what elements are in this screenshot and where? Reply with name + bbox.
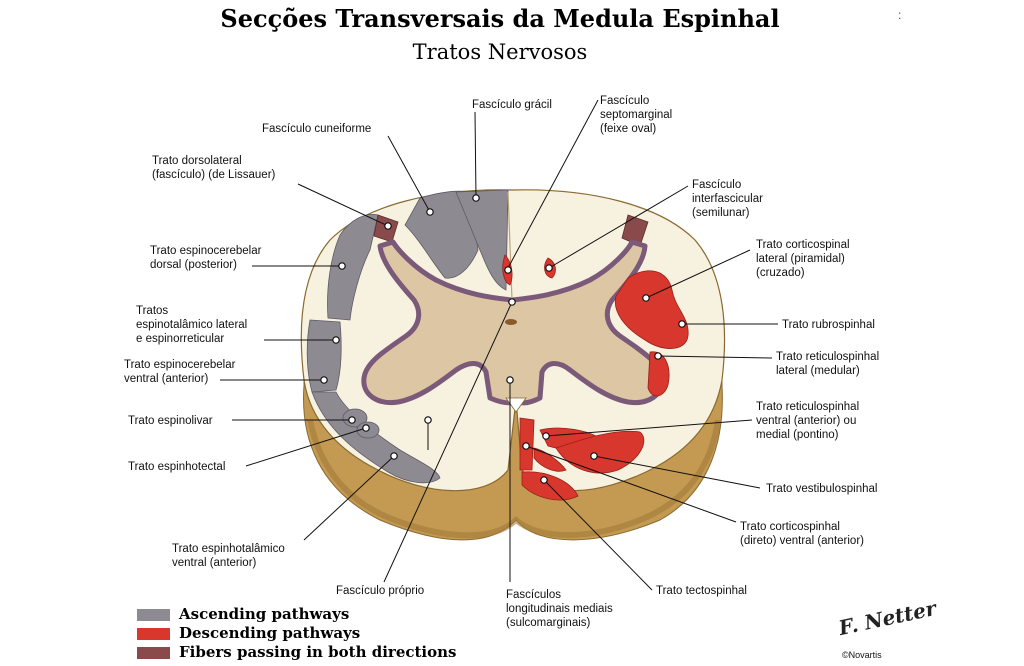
leader-espinhotalamico-ventral xyxy=(303,455,395,541)
vestibulospinal-tract xyxy=(555,430,645,474)
dot-longitudinais xyxy=(506,376,514,384)
label-espinotalamico-lateral: Tratos espinotalâmico lateral e espinorr… xyxy=(136,305,248,345)
label-espinocerebelar-ventral: Trato espinocerebelar ventral (anterior) xyxy=(124,359,236,385)
dot-lateral-st xyxy=(332,336,340,344)
legend-swatch-descending xyxy=(137,628,170,640)
leader-reticulospinhal-ventral xyxy=(545,419,753,437)
label-interfascicular: Fascículo interfascicular (semilunar) xyxy=(692,179,763,219)
label-espinolivar: Trato espinolivar xyxy=(128,415,213,427)
dot-corticospinhal-direto xyxy=(522,442,530,450)
dot-espinhotectal xyxy=(362,424,370,432)
leader-septomarginal xyxy=(507,99,599,269)
label-dorsolateral: Trato dorsolateral (fascículo) (de Lissa… xyxy=(152,155,276,181)
label-espinhotectal: Trato espinhotectal xyxy=(128,461,226,473)
dot-tectospinhal xyxy=(540,476,548,484)
dot-espinolivar xyxy=(348,416,356,424)
copyright-text: ©Novartis xyxy=(842,650,882,660)
leader-tectospinhal xyxy=(543,479,653,591)
label-vestibulospinhal: Trato vestibulospinhal xyxy=(766,483,878,495)
leader-espinhotectal xyxy=(245,427,367,467)
label-septomarginal: Fascículo septomarginal (feixe oval) xyxy=(600,95,673,135)
leader-proprio xyxy=(383,301,513,583)
leader-gracil xyxy=(474,111,477,199)
cord-side-shade xyxy=(307,419,721,539)
diagram-subtitle: Tratos Nervosos xyxy=(412,40,588,64)
dot-proprio xyxy=(508,298,516,306)
label-proprio: Fascículo próprio xyxy=(336,585,425,597)
legend-swatch-both xyxy=(137,647,170,659)
label-tectospinhal: Trato tectospinhal xyxy=(656,585,747,597)
legend-text-descending: Descending pathways xyxy=(179,624,361,642)
dot-interfascicular xyxy=(545,264,553,272)
leader-vestibulospinhal xyxy=(593,455,761,489)
label-espinocerebelar-dorsal: Trato espinocerebelar dorsal (posterior) xyxy=(150,245,262,271)
leader-reticulospinhal-lateral xyxy=(657,355,773,359)
lateral-spinothalamic-tract xyxy=(306,319,342,393)
label-gracil: Fascículo grácil xyxy=(472,99,552,111)
dot-corticospinal-lateral xyxy=(642,294,650,302)
legend-text-ascending: Ascending pathways xyxy=(179,605,350,623)
legend-text-both: Fibers passing in both directions xyxy=(179,643,457,661)
anterior-median-fissure xyxy=(505,397,527,413)
label-reticulospinhal-lateral: Trato reticulospinhal lateral (medular) xyxy=(776,351,880,377)
label-cuneiforme: Fascículo cuneiforme xyxy=(262,123,372,135)
leader-corticospinal-lateral xyxy=(645,249,751,299)
central-canal xyxy=(505,319,517,325)
dot-vestibulospinhal xyxy=(590,452,598,460)
label-espinhotalamico-ventral: Trato espinhotalâmico ventral (anterior) xyxy=(172,543,285,569)
dot-dorsal-sc xyxy=(338,262,346,270)
dot-cuneiforme xyxy=(426,208,434,216)
dot-ventral-sc xyxy=(320,376,328,384)
legend-swatch-ascending xyxy=(137,609,170,621)
descending-tracts xyxy=(502,254,689,501)
dorsal-spinocerebellar-tract xyxy=(327,213,379,321)
fasciculus-gracilis xyxy=(455,189,509,291)
dot-proprio-right xyxy=(424,416,432,424)
dot-ventral-st xyxy=(390,452,398,460)
lateral-corticospinal-tract xyxy=(614,270,689,349)
label-reticulospinhal-ventral: Trato reticulospinhal ventral (anterior)… xyxy=(756,401,860,441)
label-rubrospinhal: Trato rubrospinhal xyxy=(782,319,875,331)
dot-rubrospinhal xyxy=(678,320,686,328)
dot-septomarginal xyxy=(504,266,512,274)
leader-corticospinhal-direto xyxy=(525,445,737,523)
marker-dots xyxy=(320,194,686,484)
leader-cuneiforme xyxy=(387,135,431,213)
leader-dorsolateral xyxy=(297,183,389,227)
dot-reticulospinhal-lateral xyxy=(654,352,662,360)
label-corticospinhal-direto: Trato corticospinhal (direto) ventral (a… xyxy=(740,521,864,547)
label-longitudinais: Fascículos longitudinais mediais (sulcom… xyxy=(506,589,613,629)
fasciculus-cuneatus xyxy=(404,190,479,279)
leader-interfascicular xyxy=(548,185,689,269)
dot-dorsolateral xyxy=(384,222,392,230)
diagram-title: Secções Transversais da Medula Espinhal xyxy=(220,4,780,33)
dot-gracil xyxy=(472,194,480,202)
label-corticospinal-lateral: Trato corticospinal lateral (piramidal) … xyxy=(756,239,850,279)
dot-reticulospinhal-ventral xyxy=(542,432,550,440)
leader-lines xyxy=(220,99,778,591)
corner-mark: : xyxy=(898,8,902,22)
